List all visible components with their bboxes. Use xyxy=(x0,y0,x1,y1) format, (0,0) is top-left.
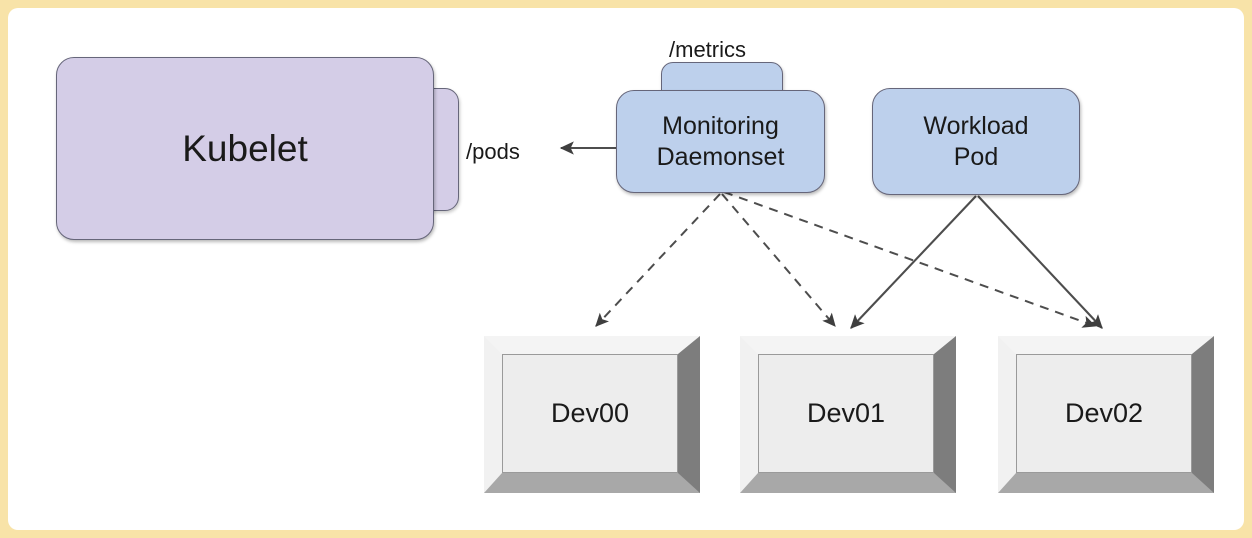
node-monitoring-label-line2: Daemonset xyxy=(656,142,785,171)
edge-workload-to-dev02 xyxy=(977,195,1103,329)
dev02-bevel-top xyxy=(998,336,1214,493)
dev00-screen: Dev00 xyxy=(502,354,678,473)
edge-monitoring-to-dev01 xyxy=(721,193,836,327)
dev01-bevel-top xyxy=(740,336,956,493)
node-kubelet[interactable]: Kubelet xyxy=(56,57,434,240)
node-monitoring-label-line1: Monitoring xyxy=(662,112,779,140)
node-dev00[interactable]: Dev00 xyxy=(484,336,700,493)
node-dev02-label: Dev02 xyxy=(1064,398,1144,428)
edge-monitoring-to-dev00 xyxy=(595,193,721,327)
node-dev01[interactable]: Dev01 xyxy=(740,336,956,493)
port-label-metrics: /metrics xyxy=(669,37,746,62)
node-dev02[interactable]: Dev02 xyxy=(998,336,1214,493)
node-workload-label-line2: Pod xyxy=(953,142,999,171)
node-kubelet-label: Kubelet xyxy=(182,127,308,169)
dev01-screen: Dev01 xyxy=(758,354,934,473)
port-label-pods: /pods xyxy=(466,139,520,164)
edge-monitoring-to-dev02 xyxy=(723,191,1097,328)
dev00-bevel-top xyxy=(484,336,700,493)
edge-workload-to-dev01 xyxy=(850,195,977,329)
node-monitoring-daemonset[interactable]: Monitoring Daemonset xyxy=(616,90,825,193)
diagram-surface: Kubelet /pods /metrics Monitoring Daemon… xyxy=(8,8,1244,530)
node-dev01-label: Dev01 xyxy=(806,398,886,428)
node-dev00-label: Dev00 xyxy=(550,398,630,428)
node-workload-pod[interactable]: Workload Pod xyxy=(872,88,1080,195)
dev02-screen: Dev02 xyxy=(1016,354,1192,473)
node-workload-label-line1: Workload xyxy=(923,112,1029,140)
